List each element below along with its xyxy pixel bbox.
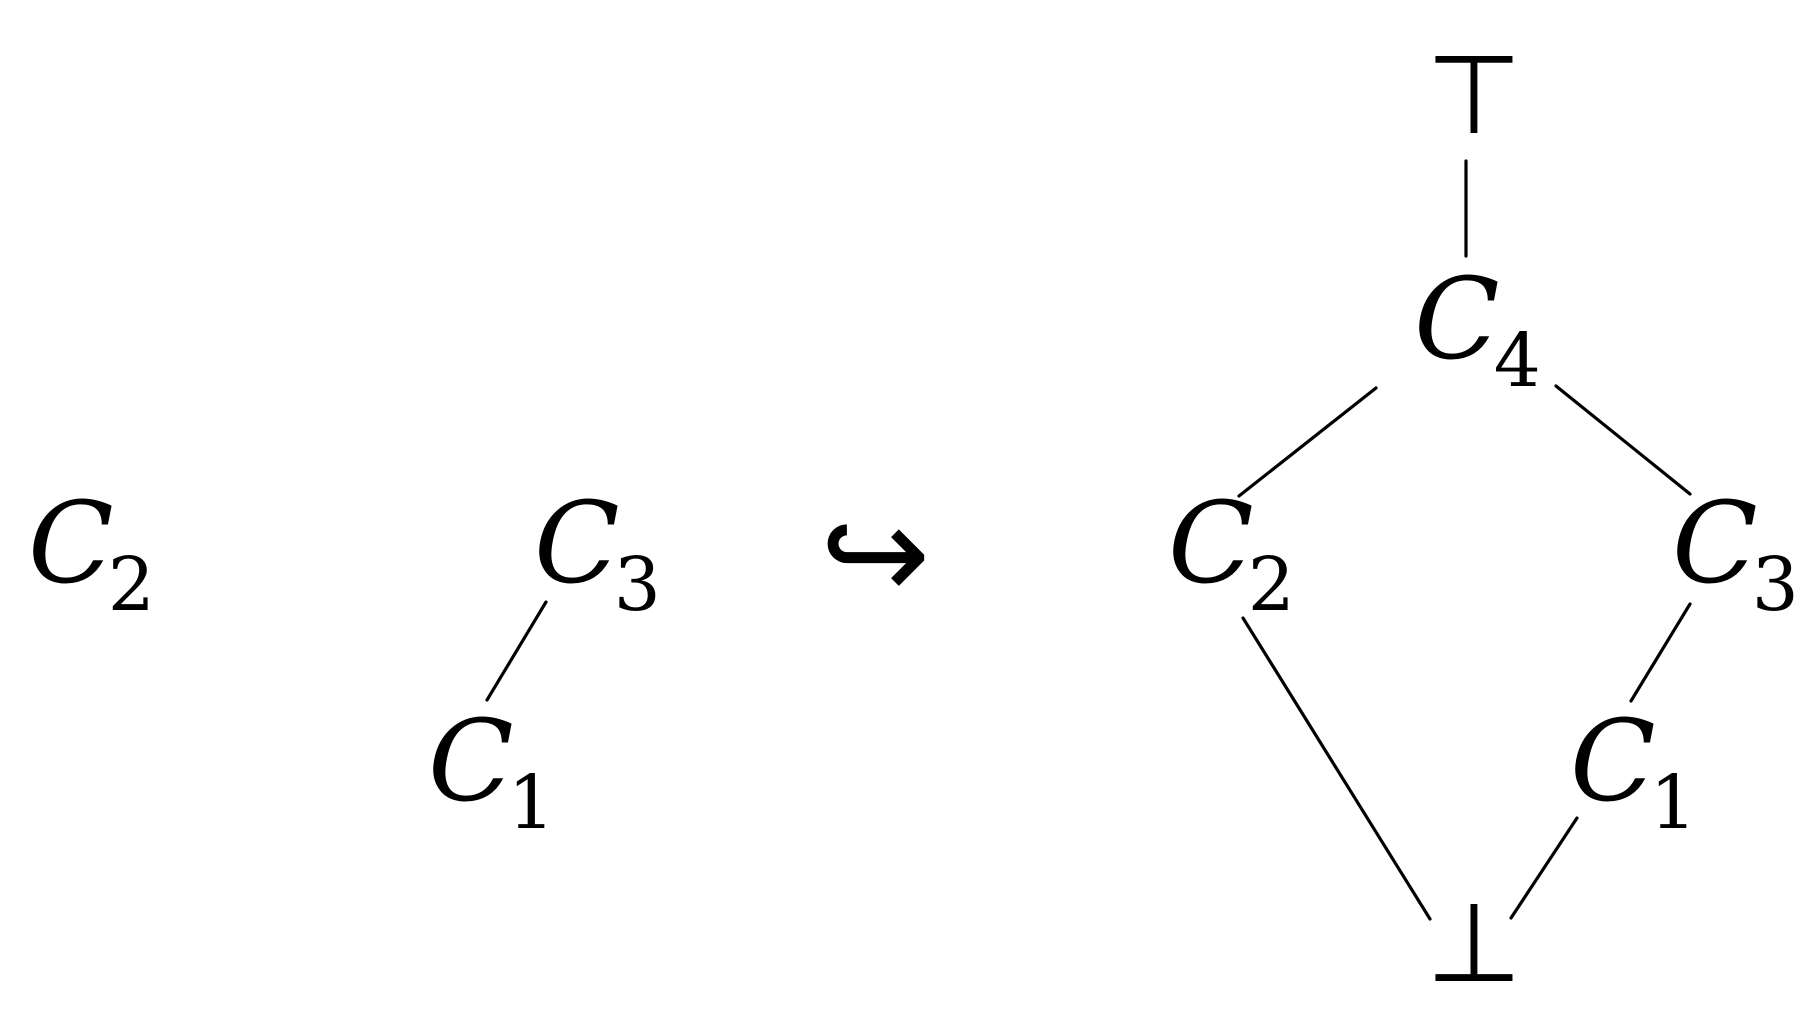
right-node-c3-index: 3 <box>1751 542 1799 628</box>
left-node-c3-index: 3 <box>613 542 661 628</box>
edge-c3-c1 <box>1629 602 1692 703</box>
edge-left-c3-c1 <box>485 600 548 702</box>
bottom-element-symbol: ⊥ <box>1426 879 1522 1007</box>
edge-c1-bottom <box>1509 816 1579 920</box>
right-node-c2-letter: C <box>1168 479 1254 609</box>
right-node-c4-letter: C <box>1414 255 1500 385</box>
right-node-c3-letter: C <box>1672 479 1758 609</box>
right-node-c1-letter: C <box>1570 697 1656 827</box>
edge-c2-bottom <box>1241 616 1432 921</box>
right-node-c4-index: 4 <box>1493 318 1541 404</box>
left-node-c2-letter: C <box>28 479 114 609</box>
left-node-c1-letter: C <box>428 697 514 827</box>
left-node-c2-index: 2 <box>107 542 155 628</box>
left-node-c3: C3 <box>534 488 661 622</box>
left-node-c2: C2 <box>28 488 155 622</box>
hook-arrow-icon: ↪ <box>820 477 931 631</box>
edge-c4-c3 <box>1554 384 1692 496</box>
right-node-c1-index: 1 <box>1649 760 1697 846</box>
left-node-c1: C1 <box>428 706 555 840</box>
top-element-symbol: ⊤ <box>1426 31 1522 159</box>
edge-c4-c2 <box>1237 386 1378 498</box>
left-node-c1-index: 1 <box>507 760 555 846</box>
right-node-c1: C1 <box>1570 706 1697 840</box>
right-node-c2-index: 2 <box>1247 542 1295 628</box>
right-node-c2: C2 <box>1168 488 1295 622</box>
right-node-c4: C4 <box>1414 264 1541 398</box>
right-node-c3: C3 <box>1672 488 1799 622</box>
left-node-c3-letter: C <box>534 479 620 609</box>
